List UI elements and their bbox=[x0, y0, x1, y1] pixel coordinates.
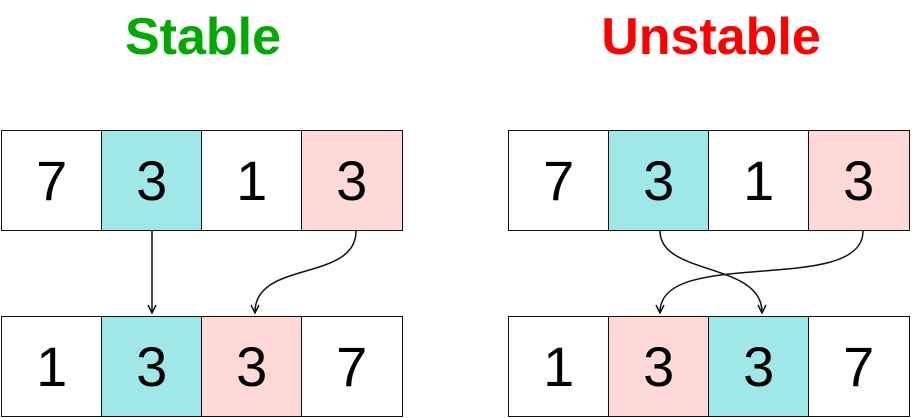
array-cell: 3 bbox=[708, 316, 810, 417]
array-cell: 3 bbox=[101, 316, 203, 417]
array-cell: 7 bbox=[1, 130, 103, 231]
array-cell: 3 bbox=[608, 130, 710, 231]
array-cell: 1 bbox=[708, 130, 810, 231]
stable-sorted-array: 1 3 3 7 bbox=[1, 316, 403, 417]
unstable-title: Unstable bbox=[601, 8, 821, 66]
unstable-input-array: 7 3 1 3 bbox=[508, 130, 910, 231]
array-cell: 3 bbox=[608, 316, 710, 417]
array-cell: 3 bbox=[101, 130, 203, 231]
array-cell: 1 bbox=[201, 130, 303, 231]
array-cell: 7 bbox=[301, 316, 403, 417]
array-cell: 7 bbox=[508, 130, 610, 231]
unstable-sorted-array: 1 3 3 7 bbox=[508, 316, 910, 417]
array-cell: 3 bbox=[201, 316, 303, 417]
stable-input-array: 7 3 1 3 bbox=[1, 130, 403, 231]
array-cell: 3 bbox=[808, 130, 910, 231]
arrow-stable-pink bbox=[255, 230, 357, 312]
arrow-unstable-pink bbox=[660, 230, 864, 312]
array-cell: 1 bbox=[1, 316, 103, 417]
array-cell: 7 bbox=[808, 316, 910, 417]
stable-title: Stable bbox=[124, 8, 282, 66]
array-cell: 1 bbox=[508, 316, 610, 417]
arrow-unstable-blue bbox=[659, 230, 762, 312]
array-cell: 3 bbox=[301, 130, 403, 231]
